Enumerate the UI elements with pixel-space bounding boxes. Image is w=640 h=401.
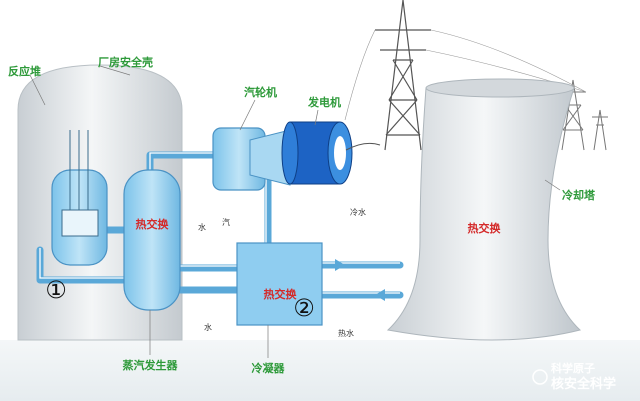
watermark-text: 科学原子 bbox=[551, 361, 595, 375]
label-water-flow-left: 水 bbox=[198, 222, 206, 232]
watermark-icon bbox=[532, 369, 548, 385]
label-cooling-tower: 冷却塔 bbox=[562, 188, 596, 202]
label-cold-water: 冷水 bbox=[350, 207, 366, 217]
flow-arrows bbox=[335, 259, 385, 301]
leader-lines bbox=[29, 65, 561, 358]
label-generator: 发电机 bbox=[307, 95, 341, 109]
condenser bbox=[236, 242, 323, 326]
label-water-flow-bottom: 水 bbox=[204, 322, 212, 332]
generator-shaft bbox=[334, 136, 346, 170]
label-steam-generator: 蒸汽发生器 bbox=[123, 358, 179, 372]
cooling-tower-top bbox=[425, 78, 575, 98]
label-containment: 厂房安全壳 bbox=[98, 55, 153, 69]
watermark-text-2: 核安全科学 bbox=[551, 376, 616, 392]
watermark: 科学原子 核安全科学 bbox=[532, 361, 616, 392]
loop-number-secondary: ② bbox=[293, 294, 315, 322]
pipe-highlights bbox=[39, 152, 400, 294]
arrow-right bbox=[335, 259, 345, 271]
generator-wire bbox=[345, 142, 381, 151]
transmission-tower-small bbox=[560, 79, 608, 151]
steam-generator bbox=[123, 169, 181, 311]
reactor-core bbox=[61, 209, 99, 237]
ground bbox=[0, 340, 640, 401]
label-hx-cooling-tower: 热交换 bbox=[468, 221, 502, 235]
label-hx-steam-generator: 热交换 bbox=[136, 217, 170, 231]
label-hx-condenser: 热交换 bbox=[264, 287, 298, 301]
label-steam-flow: 汽 bbox=[222, 217, 230, 227]
label-hot-water: 热水 bbox=[338, 328, 354, 338]
label-turbine: 汽轮机 bbox=[244, 85, 277, 99]
turbine-cone bbox=[249, 129, 291, 186]
transmission-tower-large bbox=[375, 0, 431, 151]
cooling-tower bbox=[386, 82, 582, 341]
label-condenser: 冷凝器 bbox=[252, 361, 286, 375]
label-reactor: 反应堆 bbox=[8, 64, 41, 78]
generator-face bbox=[281, 121, 299, 185]
loop-number-primary: ① bbox=[45, 276, 67, 304]
arrow-left bbox=[375, 289, 385, 301]
